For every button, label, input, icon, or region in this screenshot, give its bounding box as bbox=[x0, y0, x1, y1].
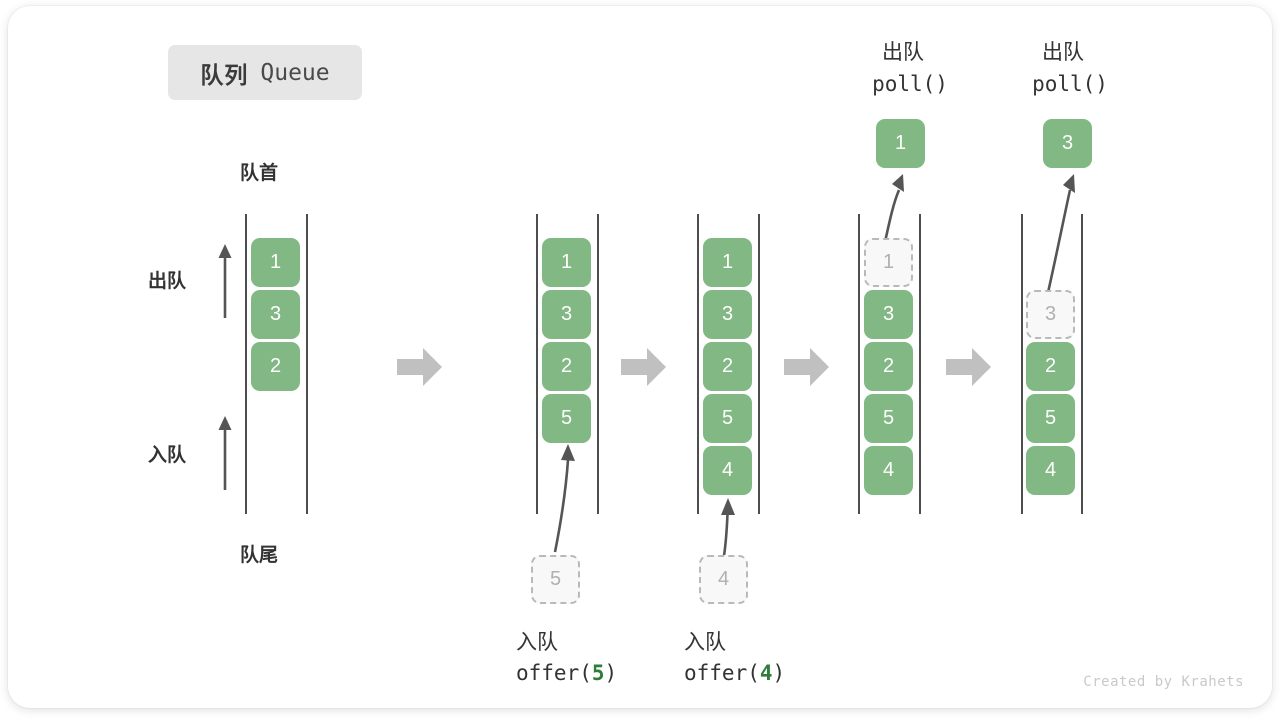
stage-4-popped-cell: 1 bbox=[876, 119, 925, 168]
stage-4-cell-3: 5 bbox=[864, 394, 913, 443]
stage-4-operation-label: 出队 bbox=[882, 41, 924, 64]
stage-1-rail-left bbox=[245, 214, 247, 514]
stage-5-remove-motion-arrow-icon bbox=[1045, 174, 1075, 298]
stage-2-insert-motion-arrow-icon bbox=[553, 444, 575, 553]
stage-3-rail-left bbox=[697, 214, 699, 514]
stage-5-cell-3: 4 bbox=[1026, 446, 1075, 495]
stage-2-rail-right bbox=[597, 214, 599, 514]
watermark: Created by Krahets bbox=[1083, 674, 1244, 690]
stage-3-cell-2: 2 bbox=[703, 342, 752, 391]
stage-4-rail-right bbox=[919, 214, 921, 514]
diagram-canvas: 队列 Queue 队首 队尾 出队 入队 1 3 2 1 3 2 5 5 入队 … bbox=[8, 6, 1272, 708]
stage-5-cell-2: 5 bbox=[1026, 394, 1075, 443]
stage-5-popped-cell: 3 bbox=[1043, 119, 1092, 168]
stage-4-remove-motion-arrow-icon bbox=[883, 174, 904, 243]
step-arrow-1-icon bbox=[397, 348, 442, 386]
stage-5-operation-code: poll() bbox=[1032, 72, 1108, 96]
stage-5-cell-1: 2 bbox=[1026, 342, 1075, 391]
enqueue-direction-label: 入队 bbox=[148, 445, 187, 466]
stage-2-cell-1: 3 bbox=[542, 290, 591, 339]
stage-3-code-pre: offer( bbox=[684, 661, 760, 685]
stage-2-rail-left bbox=[536, 214, 538, 514]
stage-3-cell-4: 4 bbox=[703, 446, 752, 495]
stage-3-insert-motion-arrow-icon bbox=[721, 498, 735, 557]
stage-4-cell-2: 2 bbox=[864, 342, 913, 391]
stage-2-cell-0: 1 bbox=[542, 238, 591, 287]
stage-5-rail-left bbox=[1021, 214, 1023, 514]
stage-2-operation-label: 入队 bbox=[516, 631, 558, 654]
stage-3-code-post: ) bbox=[772, 661, 786, 685]
stage-3-incoming-ghost-cell: 4 bbox=[699, 555, 748, 604]
stage-2-code-pre: offer( bbox=[516, 661, 592, 685]
stage-3-rail-right bbox=[758, 214, 760, 514]
queue-rear-label: 队尾 bbox=[240, 545, 279, 566]
dequeue-direction-label: 出队 bbox=[148, 271, 187, 292]
dequeue-direction-arrow-icon bbox=[218, 244, 232, 318]
enqueue-direction-arrow-icon bbox=[218, 416, 232, 490]
stage-4-cell-0: 1 bbox=[864, 238, 913, 287]
stage-2-operation-code: offer(5) bbox=[516, 661, 617, 685]
stage-4-cell-1: 3 bbox=[864, 290, 913, 339]
stage-3-cell-0: 1 bbox=[703, 238, 752, 287]
queue-front-label: 队首 bbox=[240, 163, 279, 184]
stage-5-operation-label: 出队 bbox=[1042, 41, 1084, 64]
stage-3-operation-label: 入队 bbox=[684, 631, 726, 654]
stage-1-cell-1: 3 bbox=[251, 290, 300, 339]
title-en: Queue bbox=[260, 59, 330, 86]
stage-5-rail-right bbox=[1081, 214, 1083, 514]
stage-3-operation-code: offer(4) bbox=[684, 661, 785, 685]
stage-5-cell-0: 3 bbox=[1026, 290, 1075, 339]
stage-3-cell-3: 5 bbox=[703, 394, 752, 443]
stage-2-code-value: 5 bbox=[591, 661, 605, 685]
stage-3-cell-1: 3 bbox=[703, 290, 752, 339]
title-cn: 队列 bbox=[200, 61, 249, 88]
step-arrow-4-icon bbox=[946, 348, 991, 386]
step-arrow-3-icon bbox=[784, 348, 829, 386]
stage-2-code-post: ) bbox=[604, 661, 618, 685]
stage-1-rail-right bbox=[306, 214, 308, 514]
stage-4-operation-code: poll() bbox=[872, 72, 948, 96]
stage-1-cell-2: 2 bbox=[251, 342, 300, 391]
stage-2-cell-2: 2 bbox=[542, 342, 591, 391]
step-arrow-2-icon bbox=[621, 348, 666, 386]
title-badge: 队列 Queue bbox=[168, 45, 362, 100]
stage-1-cell-0: 1 bbox=[251, 238, 300, 287]
stage-4-cell-4: 4 bbox=[864, 446, 913, 495]
stage-4-rail-left bbox=[858, 214, 860, 514]
stage-3-code-value: 4 bbox=[759, 661, 773, 685]
stage-2-cell-3: 5 bbox=[542, 394, 591, 443]
stage-2-incoming-ghost-cell: 5 bbox=[531, 555, 580, 604]
